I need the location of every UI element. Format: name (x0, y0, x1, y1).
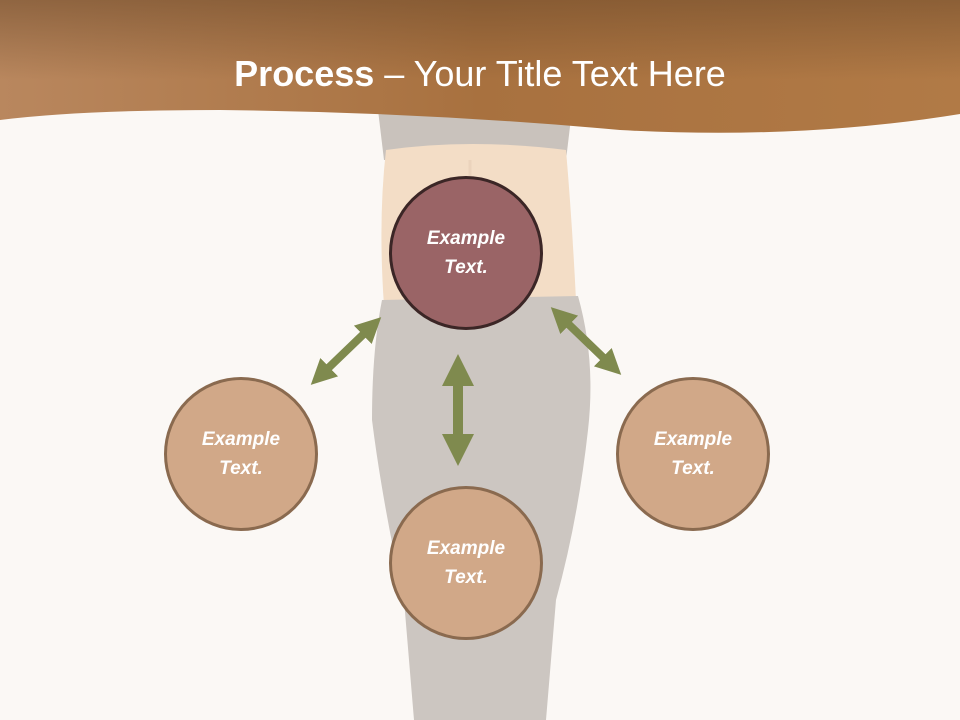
title-bold: Process (234, 53, 375, 94)
circle-bottom-line1: Example (426, 538, 506, 559)
arrow-top-left (310, 317, 382, 385)
circle-top-line2: Text. (444, 257, 488, 278)
circle-bottom-line2: Text. (444, 567, 488, 588)
title-dash: – (374, 53, 414, 94)
circle-left-line1: Example (201, 429, 281, 450)
slide-title: Process – Your Title Text Here (0, 48, 960, 100)
header-band (0, 0, 960, 133)
arrow-top-right (550, 307, 622, 375)
circle-right-line2: Text. (671, 458, 715, 479)
circle-left-line2: Text. (219, 458, 263, 479)
circle-top-line1: Example (426, 228, 506, 249)
title-rest: Your Title Text Here (413, 53, 726, 94)
circle-right-line1: Example (653, 429, 733, 450)
